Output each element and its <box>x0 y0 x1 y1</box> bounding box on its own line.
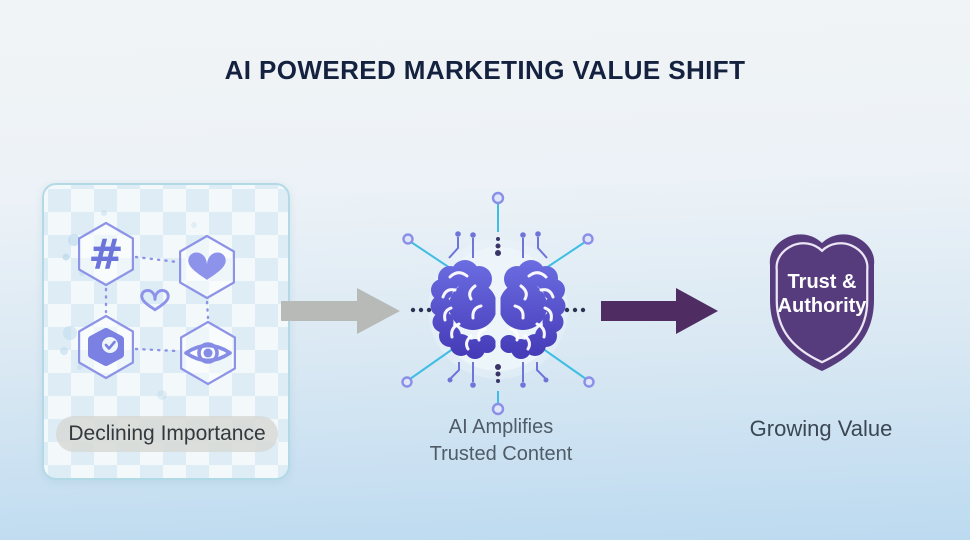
growing-value-caption: Growing Value <box>749 416 893 441</box>
neural-circuit-decoration <box>401 191 595 416</box>
fading-channels-illustration: # <box>60 210 236 400</box>
trust-shield: Trust & Authority <box>757 228 887 378</box>
ai-caption-line2: Trusted Content <box>429 443 573 465</box>
hashtag-icon: # <box>88 230 123 279</box>
ai-caption: AI Amplifies Trusted Content <box>401 414 601 468</box>
small-heart-icon <box>140 288 170 312</box>
ai-brain-icon <box>401 191 595 416</box>
arrow-ai-to-growing <box>601 288 718 334</box>
page-title: AI POWERED MARKETING VALUE SHIFT <box>224 55 746 85</box>
shield-label-line2: Authority <box>777 294 867 317</box>
ai-caption-line1: AI Amplifies <box>448 416 554 438</box>
hexagon-hashtag <box>77 221 135 287</box>
brain-hemisphere-gap <box>495 261 501 358</box>
shield-inner-border <box>775 242 869 364</box>
trust-shield-icon <box>769 234 875 371</box>
declining-importance-label-pill: Declining Importance <box>56 416 278 452</box>
shield-label-line1: Trust & <box>787 270 857 293</box>
decor-dots <box>60 210 197 400</box>
brain-body <box>430 260 566 359</box>
arrow-gray-shape <box>281 288 400 334</box>
arrow-purple-shape <box>601 288 718 334</box>
verified-badge-icon <box>88 328 124 366</box>
dotted-connectors <box>104 255 210 353</box>
declining-importance-card: # Declining Importance <box>42 183 290 480</box>
declining-importance-label: Declining Importance <box>68 422 266 445</box>
shield-body <box>769 234 875 371</box>
heart-icon <box>188 252 226 280</box>
eye-icon <box>184 342 232 364</box>
shield-label: Trust & Authority <box>757 224 887 364</box>
brain-gyri <box>441 271 555 351</box>
arrow-declining-to-ai <box>281 288 400 334</box>
